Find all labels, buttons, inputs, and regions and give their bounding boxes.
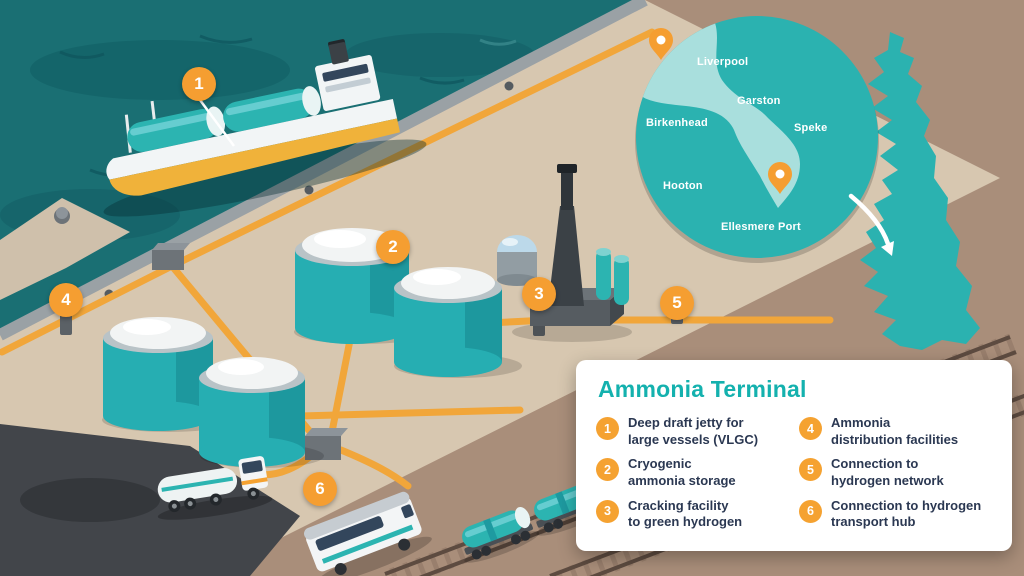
map-label-ellesmere-port: Ellesmere Port xyxy=(721,221,801,233)
legend-item-4: 4 Ammonia distribution facilities xyxy=(799,415,992,448)
locator-arrow xyxy=(848,193,894,256)
legend-item-6-label: Connection to hydrogen transport hub xyxy=(831,498,981,531)
legend-item-1-number: 1 xyxy=(596,417,619,440)
legend-item-1: 1 Deep draft jetty for large vessels (VL… xyxy=(596,415,789,448)
scene-marker-3: 3 xyxy=(522,277,556,311)
legend-item-4-number: 4 xyxy=(799,417,822,440)
legend-item-2-number: 2 xyxy=(596,458,619,482)
storage-tank xyxy=(199,357,324,468)
legend-item-2: 2 Cryogenic ammonia storage xyxy=(596,456,789,489)
map-label-speke: Speke xyxy=(794,122,828,134)
inset-map xyxy=(635,16,879,263)
legend-grid: 1 Deep draft jetty for large vessels (VL… xyxy=(596,415,992,531)
cracking-facility xyxy=(497,164,632,342)
scene-marker-2: 2 xyxy=(376,230,410,264)
legend-item-5-label: Connection to hydrogen network xyxy=(831,456,944,489)
map-label-hooton: Hooton xyxy=(663,180,703,192)
map-pin-liverpool xyxy=(649,28,673,60)
scene-marker-4: 4 xyxy=(49,283,83,317)
scene-marker-5: 5 xyxy=(660,286,694,320)
legend-card: Ammonia Terminal 1 Deep draft jetty for … xyxy=(576,360,1012,551)
legend-item-6-number: 6 xyxy=(799,499,822,523)
legend-item-1-label: Deep draft jetty for large vessels (VLGC… xyxy=(628,415,758,448)
pipe-junction-box xyxy=(152,243,190,270)
legend-item-3: 3 Cracking facility to green hydrogen xyxy=(596,498,789,531)
legend-item-6-line1: Connection to hydrogen xyxy=(831,497,982,513)
legend-item-3-label: Cracking facility to green hydrogen xyxy=(628,498,742,531)
railcar-locomotive xyxy=(304,491,432,576)
legend-item-1-line1: Deep draft jetty for xyxy=(628,415,744,430)
map-label-birkenhead: Birkenhead xyxy=(646,117,708,129)
legend-item-5-line1: Connection to xyxy=(831,456,919,472)
legend-item-6: 6 Connection to hydrogen transport hub xyxy=(799,498,992,531)
legend-item-2-line2: ammonia storage xyxy=(628,472,736,488)
pipe-junction-box xyxy=(305,428,348,460)
tanker-truck xyxy=(157,456,273,520)
scene-marker-6: 6 xyxy=(303,472,337,506)
legend-item-5-line2: hydrogen network xyxy=(831,472,944,488)
legend-item-4-line2: distribution facilities xyxy=(831,431,959,447)
quay-edge xyxy=(0,0,648,341)
scene-marker-1: 1 xyxy=(182,67,216,101)
marker-1-leader-line xyxy=(198,99,236,147)
legend-title: Ammonia Terminal xyxy=(598,376,807,402)
legend-item-2-label: Cryogenic ammonia storage xyxy=(628,456,736,489)
legend-item-4-line1: Ammonia xyxy=(831,415,891,430)
uk-map xyxy=(860,32,980,350)
legend-item-5-number: 5 xyxy=(799,458,822,482)
side-pier xyxy=(0,198,130,300)
map-label-garston: Garston xyxy=(737,95,781,107)
legend-item-3-number: 3 xyxy=(596,499,619,523)
legend-item-1-line2: large vessels (VLGC) xyxy=(628,431,759,447)
legend-item-3-line2: to green hydrogen xyxy=(628,514,743,530)
vessel-shadow xyxy=(103,139,427,217)
legend-item-2-line1: Cryogenic xyxy=(628,456,692,472)
legend-item-5: 5 Connection to hydrogen network xyxy=(799,456,992,489)
coal-yard xyxy=(0,424,300,576)
legend-item-6-line2: transport hub xyxy=(831,514,916,530)
map-pin-ellesmere-port xyxy=(768,162,792,194)
storage-tank xyxy=(394,267,522,378)
legend-item-3-line1: Cracking facility xyxy=(628,497,729,513)
vessel xyxy=(106,39,400,196)
legend-item-4-label: Ammonia distribution facilities xyxy=(831,415,958,448)
map-label-liverpool: Liverpool xyxy=(697,56,749,68)
